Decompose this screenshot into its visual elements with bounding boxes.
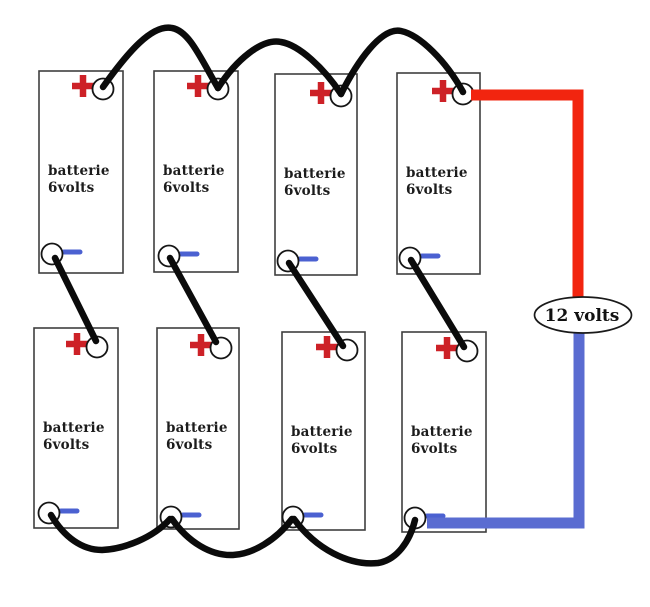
positive-bus-wire-1 (99, 24, 222, 92)
negative-output-wire (427, 333, 585, 529)
battery-label-line1: batterie (284, 166, 346, 182)
battery-box (401, 331, 487, 533)
battery-box (274, 73, 358, 276)
series-link-wire-3 (285, 259, 347, 350)
battery-label-line2: 6volts (43, 437, 90, 453)
battery-label-line1: batterie (43, 420, 105, 436)
battery-label-line2: 6volts (284, 183, 331, 199)
negative-bus-wire-2 (168, 515, 296, 559)
plus-terminal-icon (310, 82, 332, 104)
battery-box (396, 72, 481, 275)
battery-label-line2: 6volts (166, 437, 213, 453)
plus-terminal-icon (187, 75, 209, 97)
battery-box (33, 327, 119, 529)
battery-label-line1: batterie (406, 165, 468, 181)
voltage-output-label: 12 volts (545, 306, 620, 326)
plus-terminal-icon (66, 333, 88, 355)
plus-terminal-icon (190, 334, 212, 356)
battery-label-line2: 6volts (291, 441, 338, 457)
series-link-wire-1 (51, 254, 100, 345)
negative-bus-wire-3 (290, 515, 419, 567)
negative-bus-wire-1 (47, 511, 174, 554)
battery-label-line2: 6volts (406, 182, 453, 198)
battery-label-line2: 6volts (163, 180, 210, 196)
battery-label-line1: batterie (166, 420, 228, 436)
battery-box (156, 327, 240, 530)
battery-label-line1: batterie (163, 163, 225, 179)
positive-bus-wire-2 (214, 38, 345, 98)
battery-box (38, 70, 124, 274)
plus-terminal-icon (72, 75, 94, 97)
battery-label-line1: batterie (411, 424, 473, 440)
battery-label-line2: 6volts (411, 441, 458, 457)
battery-label-line2: 6volts (48, 180, 95, 196)
battery-box (153, 70, 239, 273)
plus-terminal-icon (436, 337, 458, 359)
battery-box (281, 331, 366, 531)
battery-label-line1: batterie (48, 163, 110, 179)
plus-terminal-icon (316, 336, 338, 358)
series-link-wire-4 (407, 256, 468, 351)
positive-bus-wire-3 (337, 27, 467, 98)
battery-label-line1: batterie (291, 424, 353, 440)
voltage-output-oval (533, 296, 633, 334)
positive-output-wire (471, 89, 584, 301)
series-link-wire-2 (166, 254, 220, 346)
plus-terminal-icon (432, 80, 454, 102)
